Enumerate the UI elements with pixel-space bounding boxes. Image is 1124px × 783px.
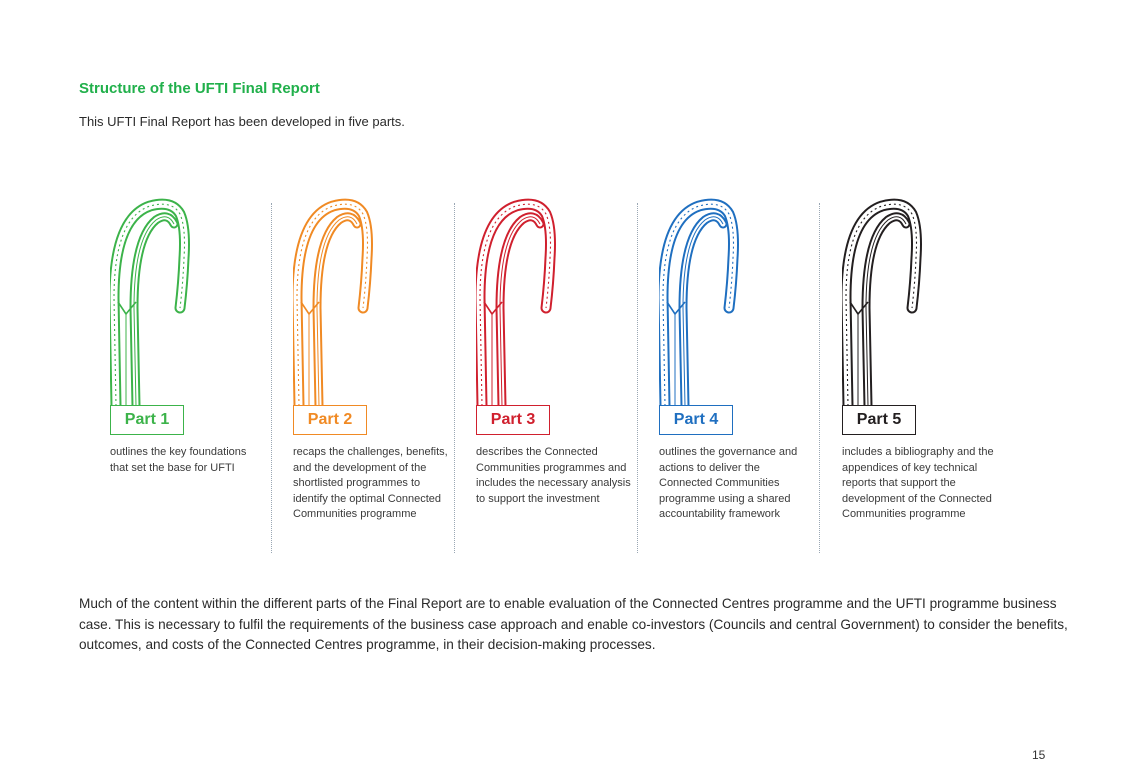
page-number: 15 [1032,748,1046,762]
divider [271,203,272,553]
part-4-description: outlines the governance and actions to d… [659,446,798,521]
part-3: Part 3 describes the Connected Communiti… [476,198,636,558]
part-1-label: Part 1 [110,405,184,435]
hook-illustration-icon [110,198,190,410]
hook-illustration-icon [293,198,373,410]
part-2-label: Part 2 [293,405,367,435]
part-3-description: describes the Connected Communities prog… [476,446,631,505]
hook-illustration-icon [476,198,556,410]
divider [454,203,455,553]
part-3-label: Part 3 [476,405,550,435]
part-5-label: Part 5 [842,405,916,435]
body-paragraph: Much of the content within the different… [79,596,1068,652]
part-5-description: includes a bibliography and the appendic… [842,446,994,521]
part-2-description: recaps the challenges, benefits, and the… [293,446,448,521]
part-2: Part 2 recaps the challenges, benefits, … [293,198,453,558]
part-1: Part 1 outlines the key foundations that… [110,198,270,558]
part-4: Part 4 outlines the governance and actio… [659,198,819,558]
hook-illustration-icon [842,198,922,410]
hook-illustration-icon [659,198,739,410]
part-1-description: outlines the key foundations that set th… [110,446,247,474]
intro-text: This UFTI Final Report has been develope… [79,114,405,129]
part-5: Part 5 includes a bibliography and the a… [842,198,1002,558]
divider [637,203,638,553]
divider [819,203,820,553]
section-heading: Structure of the UFTI Final Report [79,80,320,97]
part-4-label: Part 4 [659,405,733,435]
